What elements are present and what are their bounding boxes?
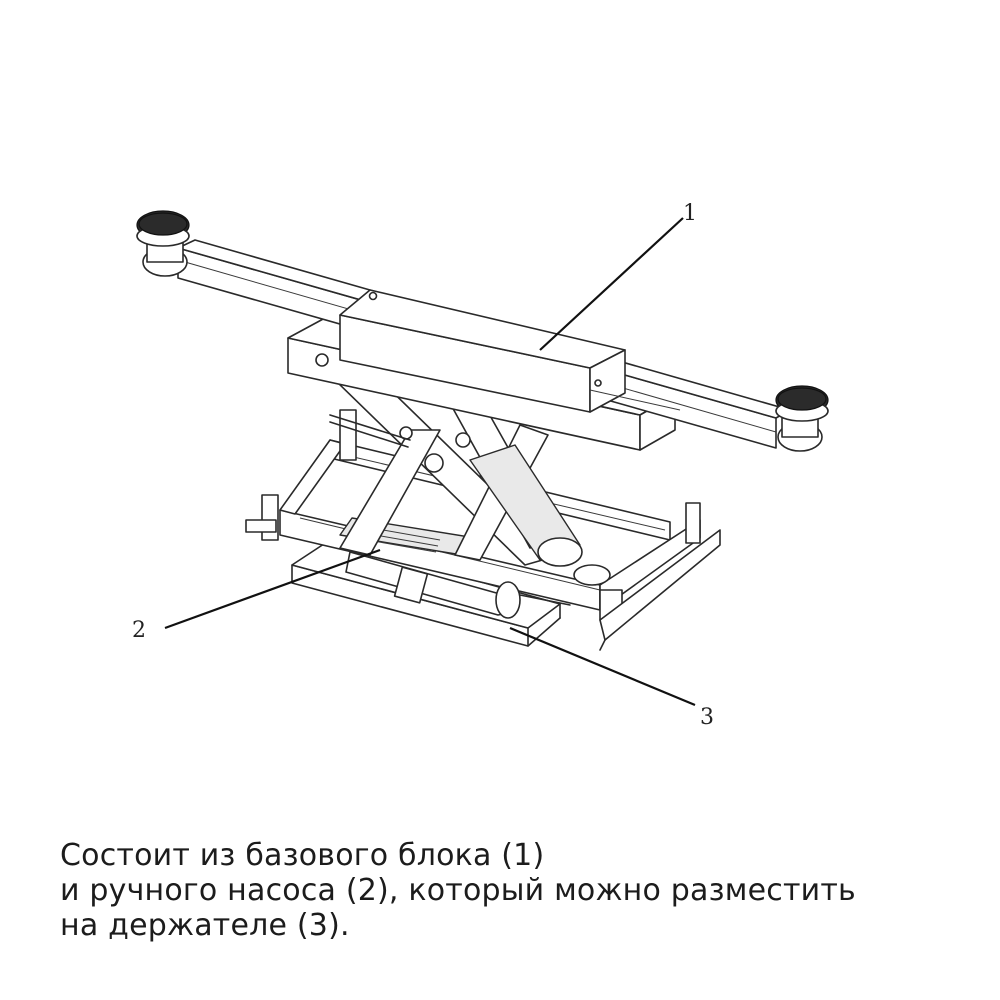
pad-right xyxy=(775,385,829,452)
leader-line-2 xyxy=(164,548,381,630)
caption-line-1: Состоит из базового блока (1) xyxy=(60,838,545,873)
callout-2: 2 xyxy=(132,548,381,643)
description-caption: Состоит из базового блока (1) и ручного … xyxy=(60,838,960,943)
pad-left xyxy=(136,210,190,277)
base-block xyxy=(177,239,791,451)
scissor-mechanism xyxy=(329,369,583,567)
caption-line-2: и ручного насоса (2), который можно разм… xyxy=(60,873,856,908)
callout-number-3: 3 xyxy=(700,705,714,730)
callout-3: 3 xyxy=(509,626,714,730)
callout-1: 1 xyxy=(539,201,697,351)
caption-line-3: на держателе (3). xyxy=(60,908,350,943)
callout-number-1: 1 xyxy=(683,201,697,226)
leader-line-3 xyxy=(509,626,696,707)
leader-line-1 xyxy=(539,217,684,351)
callout-number-2: 2 xyxy=(132,618,146,643)
